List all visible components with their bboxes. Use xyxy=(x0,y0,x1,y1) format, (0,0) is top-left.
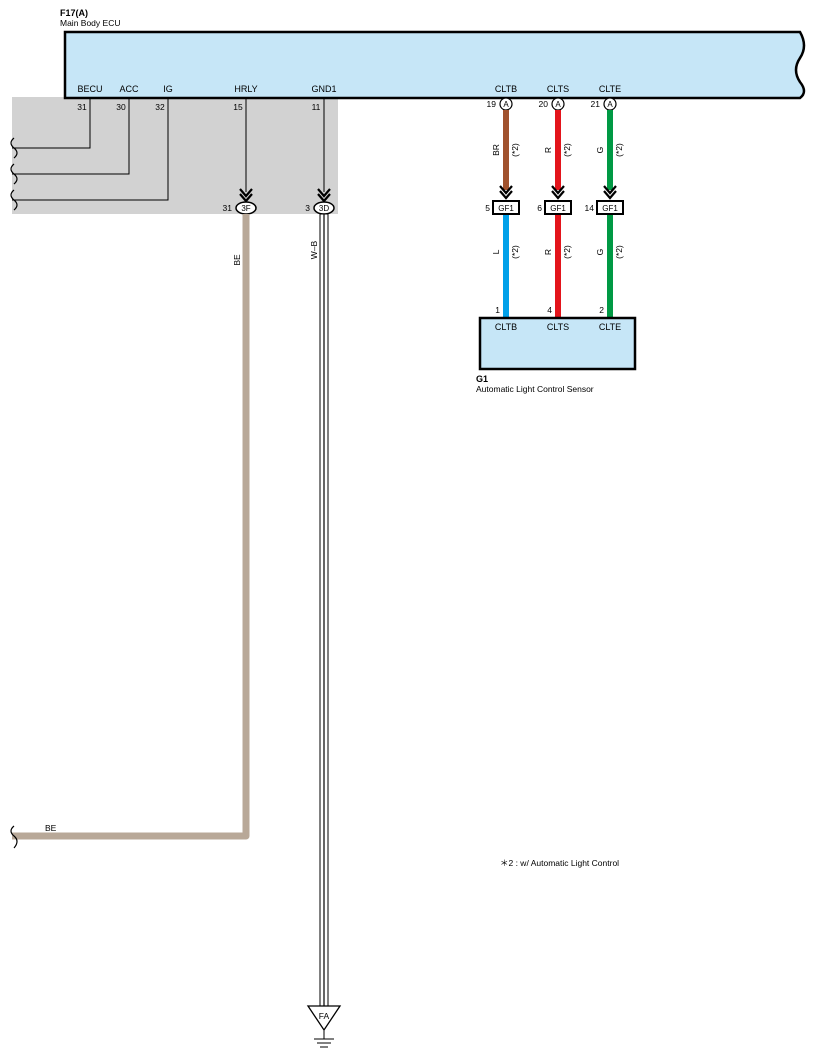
footnote: ＊2 : w/ Automatic Light Control xyxy=(500,858,619,868)
sensor-pin-clte: 2 xyxy=(599,305,604,315)
sensor-terminal-clts: CLTS xyxy=(547,322,569,332)
shaded-region xyxy=(12,97,338,214)
gf1-pin-clts: 6 xyxy=(537,203,542,213)
gf1-label: GF1 xyxy=(602,204,618,213)
ecu-pin-clte: 21 xyxy=(591,99,601,109)
ecu-name: Main Body ECU xyxy=(60,18,120,28)
sensor-connector-id: G1 xyxy=(476,374,488,384)
junction-3f-label: 3F xyxy=(241,204,250,213)
wire-clts-lower-note: (*2) xyxy=(562,245,572,259)
ecu-terminal-cltb: CLTB xyxy=(495,84,517,94)
wire-be-bottom-label: BE xyxy=(45,823,57,833)
junction-3d-pin: 3 xyxy=(305,203,310,213)
wire-cltb-upper-code: BR xyxy=(491,144,501,156)
wire-becu xyxy=(12,98,91,149)
ecu-pin-becu: 31 xyxy=(77,102,87,112)
wire-cltb-upper-note: (*2) xyxy=(510,143,520,157)
sensor-box xyxy=(478,316,637,371)
break-mark xyxy=(10,137,18,159)
ground-point-label: FA xyxy=(319,1011,330,1021)
junction-3f-pin: 31 xyxy=(223,203,233,213)
gf1-label: GF1 xyxy=(498,204,514,213)
chevron-icon xyxy=(603,185,617,200)
wire-cltb-lower-code: L xyxy=(491,249,501,254)
gf1-connector xyxy=(596,200,624,215)
ecu-terminal-hrly: HRLY xyxy=(234,84,257,94)
ecu-pin-ig: 32 xyxy=(155,102,165,112)
wire-be-label: BE xyxy=(232,254,242,266)
chevron-icon xyxy=(239,188,253,203)
ecu-pin-gnd1: 11 xyxy=(312,102,321,112)
chevron-icon xyxy=(551,185,565,200)
break-mark xyxy=(10,825,18,849)
ecu-conn-a-label: A xyxy=(555,100,561,109)
ecu-terminal-clts: CLTS xyxy=(547,84,569,94)
wire-clte-lower-code: G xyxy=(595,249,605,256)
wire-clte-lower-note: (*2) xyxy=(614,245,624,259)
ecu-terminal-becu: BECU xyxy=(77,84,102,94)
sensor-terminal-clte: CLTE xyxy=(599,322,621,332)
ecu-pin-acc: 30 xyxy=(116,102,126,112)
ecu-terminal-gnd1: GND1 xyxy=(311,84,336,94)
gf1-pin-clte: 14 xyxy=(585,203,595,213)
ecu-pin-hrly: 15 xyxy=(233,102,243,112)
sensor-name: Automatic Light Control Sensor xyxy=(476,384,594,394)
gf1-pin-cltb: 5 xyxy=(485,203,490,213)
wire-be xyxy=(12,214,250,840)
break-mark xyxy=(10,163,18,185)
wire-clts-upper-code: R xyxy=(543,147,553,153)
ecu-box xyxy=(63,30,806,100)
junction-3d-label: 3D xyxy=(319,204,329,213)
wire-clte-upper-note: (*2) xyxy=(614,143,624,157)
break-mark xyxy=(10,189,18,211)
gf1-connector xyxy=(492,200,520,215)
ecu-terminal-acc: ACC xyxy=(119,84,139,94)
sensor-pin-clts: 4 xyxy=(547,305,552,315)
wire-clte-upper-code: G xyxy=(595,147,605,154)
wire-cltb-lower-note: (*2) xyxy=(510,245,520,259)
wire-w-b-label: W–B xyxy=(309,240,319,259)
ecu-conn-a-label: A xyxy=(503,100,509,109)
ecu-pin-clts: 20 xyxy=(539,99,549,109)
sensor-terminal-cltb: CLTB xyxy=(495,322,517,332)
gf1-label: GF1 xyxy=(550,204,566,213)
ecu-conn-a-label: A xyxy=(607,100,613,109)
ecu-connector-id: F17(A) xyxy=(60,8,88,18)
ecu-terminal-ig: IG xyxy=(163,84,173,94)
sensor-pin-cltb: 1 xyxy=(495,305,500,315)
chevron-icon xyxy=(317,188,331,203)
wire-clts-lower-code: R xyxy=(543,249,553,255)
ground-point xyxy=(306,1005,342,1032)
chevron-icon xyxy=(499,185,513,200)
wire-acc xyxy=(12,98,130,175)
gf1-connector xyxy=(544,200,572,215)
wire-clts-upper-note: (*2) xyxy=(562,143,572,157)
wire-ig xyxy=(12,98,169,201)
ecu-terminal-clte: CLTE xyxy=(599,84,621,94)
ecu-pin-cltb: 19 xyxy=(487,99,497,109)
